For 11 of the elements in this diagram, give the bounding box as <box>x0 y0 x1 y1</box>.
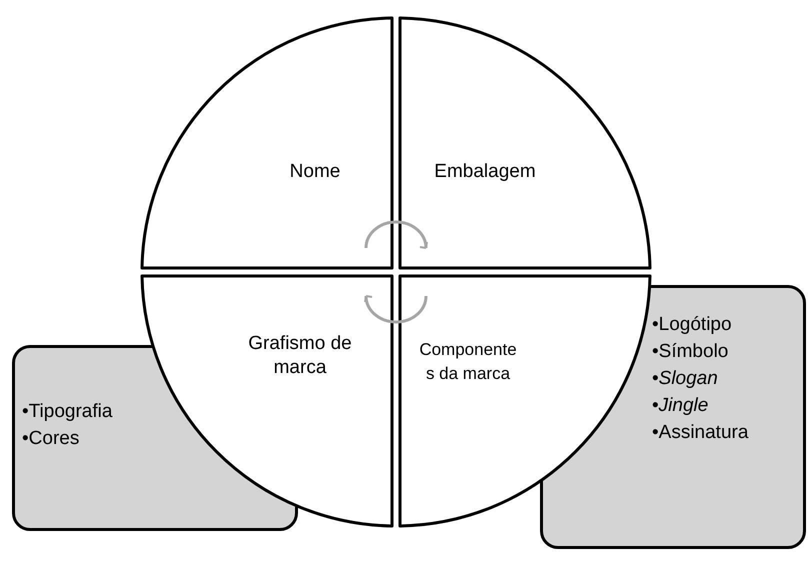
bullet-item: •Logótipo <box>652 313 732 337</box>
bullet-item: •Assinatura <box>652 421 748 445</box>
bullet-item: •Símbolo <box>652 340 728 364</box>
segment-label: Nome <box>288 160 342 184</box>
bullet-item: •Cores <box>22 427 80 451</box>
bullet-item: •Jingle <box>652 394 708 418</box>
segment-label: Componentes da marca <box>418 339 518 385</box>
bullet-item: •Slogan <box>652 367 718 391</box>
bullet-item: •Tipografia <box>22 400 112 424</box>
segment-label: Grafismo de marca <box>247 332 353 380</box>
segment-label: Embalagem <box>433 160 537 184</box>
